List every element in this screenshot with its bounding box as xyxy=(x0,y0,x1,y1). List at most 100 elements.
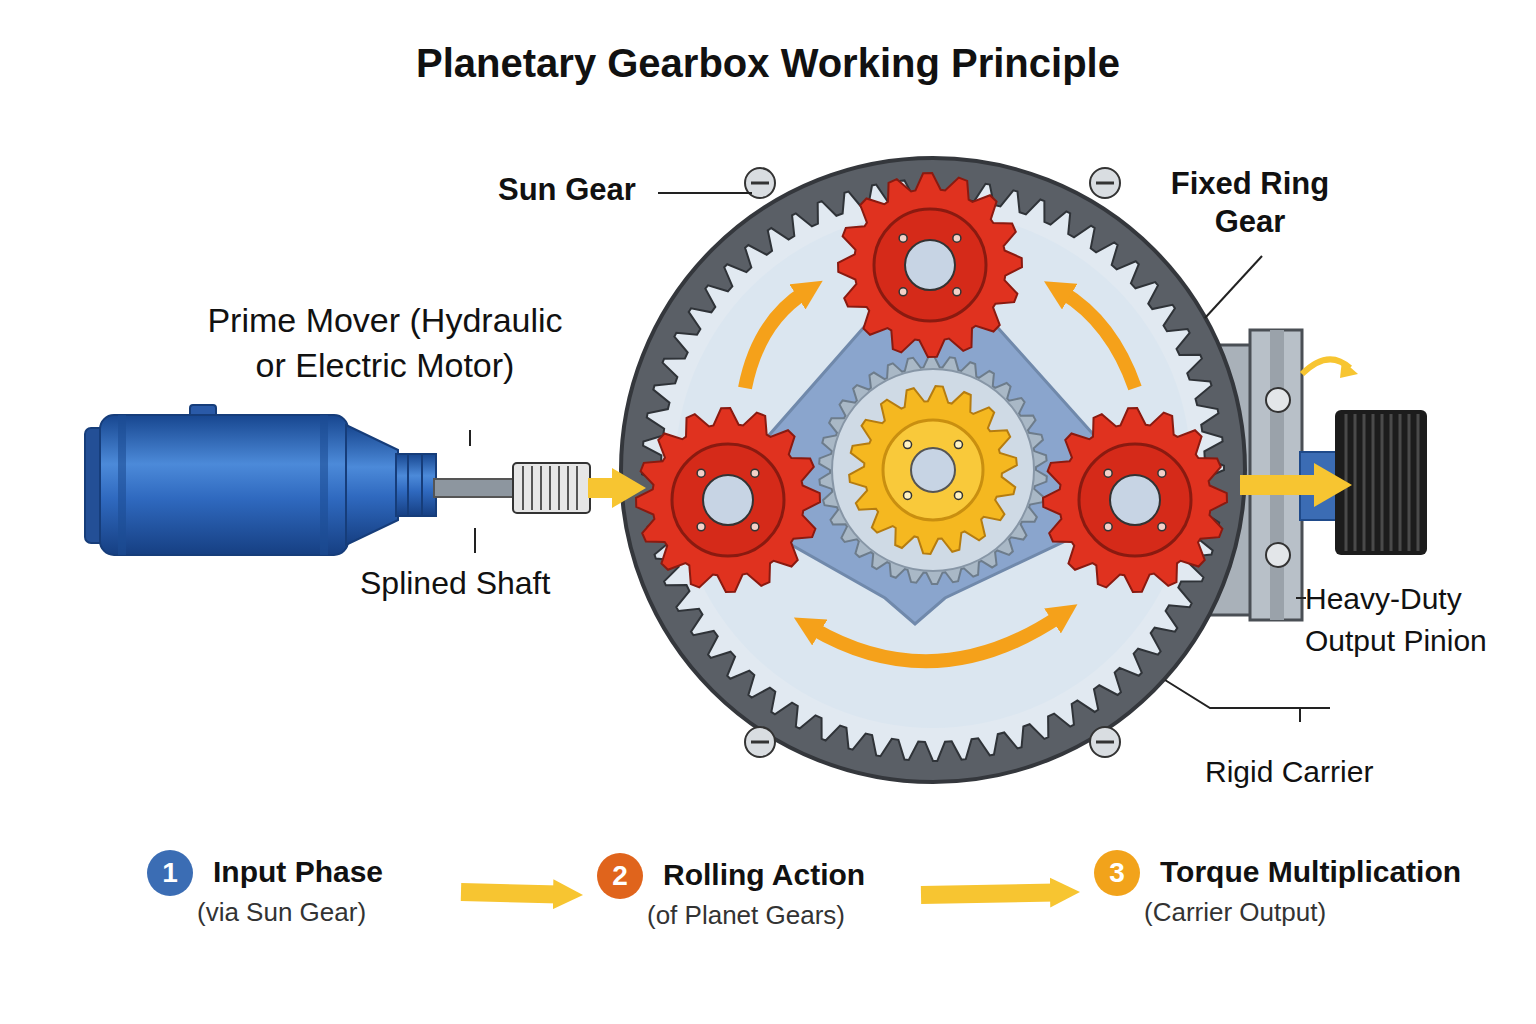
leader-line xyxy=(1296,597,1306,599)
housing xyxy=(621,158,1245,782)
sun-gear-web xyxy=(883,420,983,520)
bolt xyxy=(1090,727,1120,757)
planet-gear xyxy=(1043,408,1227,592)
planet-web xyxy=(672,444,784,556)
step-item: 2 Rolling Action(of Planet Gears) xyxy=(597,853,907,937)
bolt-slot xyxy=(751,741,769,744)
planet-gear xyxy=(838,173,1022,357)
rotation-arrow xyxy=(812,616,1060,661)
flow-arrow xyxy=(588,478,616,498)
flow-arrow xyxy=(921,892,1056,895)
step-heading: Torque Multiplication xyxy=(1160,850,1461,894)
bolt-hole xyxy=(1104,469,1112,477)
bolt-hole xyxy=(1158,469,1166,477)
motor-rib xyxy=(320,415,328,555)
bolt xyxy=(745,727,775,757)
spline-coupling xyxy=(513,463,590,513)
bolt-hole xyxy=(904,441,912,449)
motor-ridge xyxy=(421,454,423,516)
bolt-hole xyxy=(751,523,759,531)
leader-line xyxy=(1299,708,1301,722)
flow-arrow-head xyxy=(612,468,646,508)
motor-ridge xyxy=(407,454,409,516)
bolt-hole xyxy=(953,234,961,242)
part-label: Sun Gear xyxy=(498,170,636,210)
diagram-title: Planetary Gearbox Working Principle xyxy=(0,38,1536,88)
step-detail: (Carrier Output) xyxy=(1144,894,1326,930)
pinion-tooth xyxy=(1363,414,1366,551)
motor-neck xyxy=(396,454,436,516)
pinion-tooth xyxy=(1372,414,1375,551)
planet-gears xyxy=(636,173,1227,592)
pinion-tooth xyxy=(1390,414,1393,551)
planet-hub xyxy=(703,475,753,525)
rotation-arrow xyxy=(1062,292,1135,388)
step-heading: Rolling Action xyxy=(663,853,865,897)
pinion-tooth xyxy=(1399,414,1402,551)
flow-arrow xyxy=(1240,475,1318,495)
output-pinion xyxy=(1335,410,1427,555)
sun-gear-teeth xyxy=(849,386,1017,554)
part-label: Splined Shaft xyxy=(360,563,550,603)
bolt-hole xyxy=(751,469,759,477)
spline-line xyxy=(567,466,569,510)
bolt-hole xyxy=(697,523,705,531)
leader-line xyxy=(1165,680,1330,708)
planet-teeth xyxy=(838,173,1022,357)
bolt-hole xyxy=(904,491,912,499)
pinion-tooth xyxy=(1417,414,1420,551)
step-detail: (of Planet Gears) xyxy=(647,897,845,933)
pinion-tooth xyxy=(1381,414,1384,551)
ring-gear-teeth xyxy=(642,179,1224,761)
sun-hub xyxy=(911,448,955,492)
planet-gear xyxy=(636,408,820,592)
sun-disc xyxy=(832,369,1034,571)
step-heading: Input Phase xyxy=(213,850,383,894)
bolt-hole xyxy=(1158,523,1166,531)
motor-body xyxy=(100,415,348,555)
planet-teeth xyxy=(1043,408,1227,592)
bolt xyxy=(1090,168,1120,198)
spline-line xyxy=(540,466,542,510)
planet-hub xyxy=(905,240,955,290)
bolt xyxy=(1266,543,1290,567)
part-label: Fixed Ring Gear xyxy=(1160,165,1340,241)
planet-web xyxy=(874,209,986,321)
leader-line xyxy=(1205,256,1262,318)
step-number: 3 xyxy=(1094,850,1140,896)
bolt-slot xyxy=(1096,182,1114,185)
spline-line xyxy=(549,466,551,510)
rotation-mark-head xyxy=(1340,360,1358,378)
bolt-hole xyxy=(954,441,962,449)
bolt-hole xyxy=(954,491,962,499)
part-label: Prime Mover (Hydraulic or Electric Motor… xyxy=(200,298,570,388)
spline-line xyxy=(522,466,524,510)
sun-back-gear xyxy=(819,356,1047,584)
leader-line xyxy=(658,192,752,194)
motor-taper xyxy=(346,425,398,545)
leader-line xyxy=(469,430,471,446)
bolt-slot xyxy=(1096,741,1114,744)
bolt-hole xyxy=(697,469,705,477)
step-detail: (via Sun Gear) xyxy=(197,894,366,930)
pinion-tooth xyxy=(1354,414,1357,551)
step-number: 2 xyxy=(597,853,643,899)
spline-line xyxy=(531,466,533,510)
bolt-slot xyxy=(751,182,769,185)
planet-teeth xyxy=(636,408,820,592)
step-item: 3 Torque Multiplication(Carrier Output) xyxy=(1094,850,1514,934)
part-label: Rigid Carrier xyxy=(1205,752,1373,792)
flow-arrow xyxy=(461,892,559,894)
planet-web xyxy=(1079,444,1191,556)
rotation-arrow xyxy=(745,292,805,388)
pinion-teeth xyxy=(1346,414,1418,551)
planet-hub xyxy=(1110,475,1160,525)
step-number: 1 xyxy=(147,850,193,896)
housing-bolts xyxy=(745,168,1120,757)
spline-lines xyxy=(523,466,577,510)
motor xyxy=(85,405,590,555)
part-label: Heavy-Duty Output Pinion xyxy=(1305,578,1535,662)
bolt-hole xyxy=(1104,523,1112,531)
bolt-hole xyxy=(899,288,907,296)
